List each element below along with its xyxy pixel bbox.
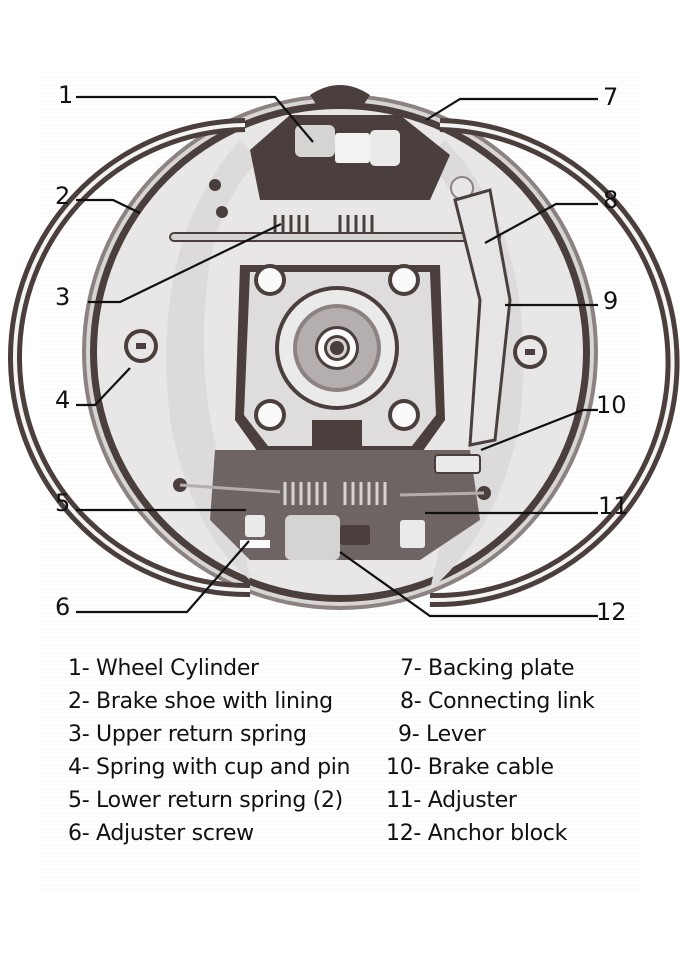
wheel-cylinder	[250, 85, 450, 200]
legend-item: 5- Lower return spring (2)	[68, 788, 343, 813]
wheel-cylinder-piston-left	[295, 125, 335, 157]
lower-spring-hook-left	[179, 483, 281, 494]
hold-down-pin-right	[525, 349, 535, 355]
shoe-hole-upper	[209, 179, 221, 191]
leader-4	[76, 367, 131, 407]
legend-item: 6- Adjuster screw	[68, 821, 254, 846]
adjuster-screw-head	[245, 515, 265, 537]
callout-number-7: 7	[603, 83, 618, 111]
hub-bottom-tab	[312, 420, 362, 448]
callout-number-9: 9	[603, 287, 618, 315]
lower-return-spring	[283, 482, 387, 505]
callout-number-3: 3	[55, 283, 70, 311]
leader-6	[76, 540, 250, 614]
legend-item: 12- Anchor block	[386, 821, 568, 846]
callout-number-4: 4	[55, 386, 70, 414]
callout-leaders	[76, 95, 598, 618]
lower-spring-hook-right	[399, 491, 485, 497]
legend-item: 1- Wheel Cylinder	[68, 656, 259, 681]
legend-item: 3- Upper return spring	[68, 722, 307, 747]
bolt-top-right	[392, 268, 416, 292]
leader-2	[76, 198, 141, 214]
connecting-link-bar	[169, 232, 501, 242]
legend-column-left: 1- Wheel Cylinder 2- Brake shoe with lin…	[68, 652, 350, 850]
hold-down-pin-left	[136, 343, 146, 349]
callout-number-12: 12	[596, 598, 627, 626]
right-shoe-highlight	[429, 123, 675, 603]
anchor-block-slot	[340, 525, 370, 545]
leader-8	[484, 202, 598, 244]
hub-assembly	[235, 264, 445, 455]
left-shoe-highlight	[13, 123, 251, 593]
legend-item: 10- Brake cable	[386, 755, 554, 780]
wheel-cylinder-top	[310, 85, 370, 110]
shoe-hole-lower	[216, 206, 228, 218]
leader-7	[425, 97, 598, 121]
legend-item: 2- Brake shoe with lining	[68, 689, 333, 714]
callout-number-2: 2	[55, 182, 70, 210]
leader-10	[480, 408, 598, 452]
legend-item: 11- Adjuster	[386, 788, 517, 813]
callout-numbers: 1 2 3 4 5 6 7 8 9 10 11 12	[55, 81, 629, 626]
callout-number-1: 1	[58, 81, 73, 109]
legend-item: 4- Spring with cup and pin	[68, 755, 351, 780]
legend-item: 8- Connecting link	[400, 689, 595, 714]
callout-number-8: 8	[603, 186, 618, 214]
leader-12	[339, 551, 598, 618]
bolt-bottom-left	[258, 403, 282, 427]
callout-number-10: 10	[596, 391, 627, 419]
lever	[453, 188, 512, 447]
anchor-block	[285, 515, 340, 560]
hold-down-right	[513, 335, 547, 369]
axle-center	[330, 341, 344, 355]
callout-number-5: 5	[55, 489, 70, 517]
adjuster-screw-thread	[240, 540, 270, 548]
wheel-cylinder-bleeder	[335, 133, 370, 163]
hold-down-left	[124, 329, 158, 363]
brake-cable-end	[434, 454, 481, 474]
legend-column-right: 7- Backing plate 8- Connecting link 9- L…	[386, 652, 595, 850]
left-shoe-web	[166, 140, 260, 580]
callout-number-11: 11	[598, 492, 629, 520]
wheel-cylinder-piston-right	[370, 130, 400, 166]
leader-1	[76, 95, 314, 143]
legend-item: 7- Backing plate	[400, 656, 575, 681]
lower-assembly	[173, 450, 491, 560]
upper-return-spring	[273, 215, 374, 232]
bolt-bottom-right	[392, 403, 416, 427]
bolt-top-left	[258, 268, 282, 292]
legend-item: 9- Lever	[398, 722, 486, 747]
leader-3	[88, 223, 282, 304]
adjuster-end-right	[400, 520, 425, 548]
callout-number-6: 6	[55, 593, 70, 621]
